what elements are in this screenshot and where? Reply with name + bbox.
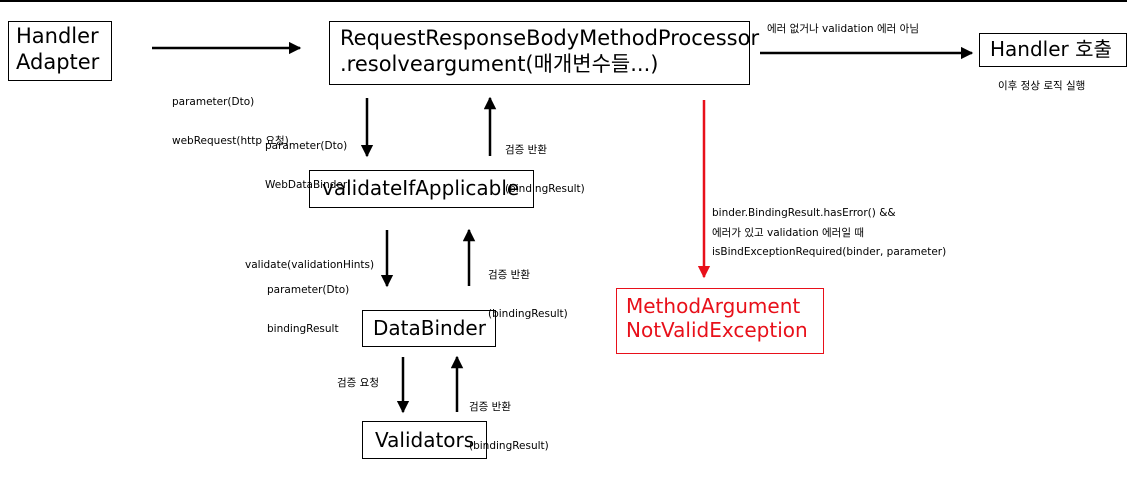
label-validators-return-2: (bindingResult) — [469, 440, 549, 452]
label-processor-to-handler: 에러 없거나 validation 에러 아님 — [767, 23, 919, 35]
label-binder-to-validators: 검증 요청 — [337, 377, 379, 389]
label-after-handler: 이후 정상 로직 실행 — [998, 80, 1086, 92]
label-validators-return-1: 검증 반환 — [469, 401, 511, 413]
processor-line-2: .resolveargument(매개변수들...) — [340, 51, 659, 76]
label-processor-validate-1: parameter(Dto) — [265, 140, 348, 152]
handler-adapter-box: Handler Adapter — [8, 21, 112, 81]
label-error-condition-2: isBindExceptionRequired(binder, paramete… — [712, 246, 947, 258]
label-validate-param: parameter(Dto) — [267, 284, 350, 296]
label-error-condition-1: binder.BindingResult.hasError() && — [712, 207, 896, 219]
label-validate-return-1: 검증 반환 — [505, 144, 547, 156]
exception-line-1: MethodArgument — [626, 294, 801, 318]
validators-text: Validators — [375, 428, 475, 452]
data-binder-text: DataBinder — [373, 316, 486, 340]
label-validate-binding-result: bindingResult — [267, 323, 339, 335]
method-argument-not-valid-exception-box: MethodArgument NotValidException — [616, 288, 824, 354]
label-adapter-param-2: webRequest(http 요청) — [172, 135, 289, 147]
validators-box: Validators — [362, 421, 487, 459]
label-binder-return-1: 검증 반환 — [488, 269, 530, 281]
label-validate-return-2: (bindingResult) — [505, 183, 585, 195]
data-binder-box: DataBinder — [362, 310, 496, 347]
handler-adapter-line-1: Handler — [16, 24, 99, 48]
label-adapter-param-1: parameter(Dto) — [172, 96, 255, 108]
validate-if-applicable-box: validateIfApplicable — [309, 170, 534, 208]
label-binder-return-2: (bindingResult) — [488, 308, 568, 320]
exception-line-2: NotValidException — [626, 318, 808, 343]
label-error-case: 에러가 있고 validation 에러일 때 — [712, 227, 864, 239]
handler-adapter-line-2: Adapter — [16, 49, 100, 74]
processor-line-1: RequestResponseBodyMethodProcessor — [340, 26, 760, 50]
label-validate-hints: validate(validationHints) — [245, 259, 375, 271]
top-border-line — [0, 0, 1127, 2]
handler-call-text: Handler 호출 — [990, 37, 1112, 61]
validate-if-applicable-text: validateIfApplicable — [322, 176, 520, 200]
request-response-body-method-processor-box: RequestResponseBodyMethodProcessor .reso… — [329, 21, 759, 85]
label-processor-validate-2: WebDataBinder — [265, 179, 348, 191]
